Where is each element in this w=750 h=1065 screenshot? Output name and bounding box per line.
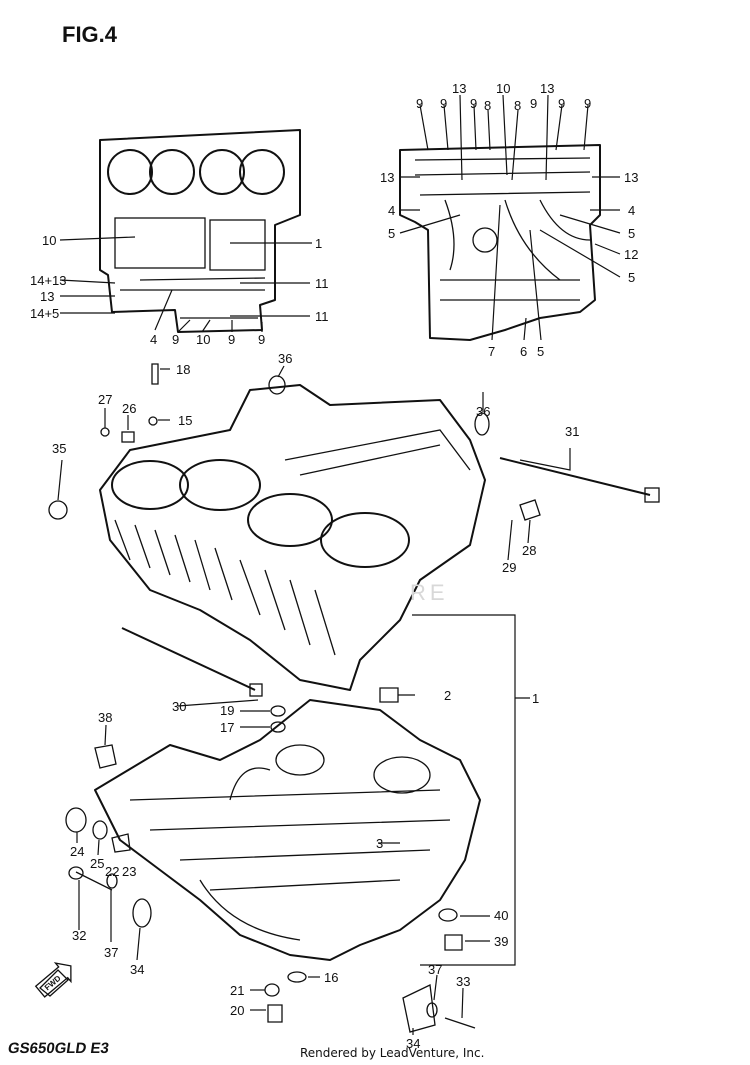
dr-13c: 13: [380, 170, 394, 185]
callout-20: 20: [230, 1003, 244, 1018]
callout-33: 33: [456, 974, 470, 989]
dr-9c: 9: [470, 96, 477, 111]
callout-15: 15: [178, 413, 192, 428]
dl-9a: 9: [172, 332, 179, 347]
dl-10: 10: [42, 233, 56, 248]
dr-4b: 4: [628, 203, 635, 218]
dr-9d: 9: [530, 96, 537, 111]
callout-29: 29: [502, 560, 516, 575]
dl-14-13: 14+13: [30, 273, 67, 288]
dl-11a: 11: [315, 276, 329, 291]
dl-4: 4: [150, 332, 157, 347]
lower-crankcase: [94, 699, 481, 961]
model-code: GS650GLD E3: [6, 1040, 111, 1057]
callout-16: 16: [324, 970, 338, 985]
dr-5b: 5: [628, 226, 635, 241]
dr-9e: 9: [558, 96, 565, 111]
dr-10: 10: [496, 81, 510, 96]
callout-23: 23: [122, 864, 136, 879]
detail-left-callouts: 10 1 14+13 13 14+5 11 11 4 9 10 9 9: [30, 233, 329, 347]
callout-36b: 36: [476, 404, 490, 419]
callout-38: 38: [98, 710, 112, 725]
front-arrow: FWD: [34, 962, 72, 998]
callout-labels: 1 2 3 15 16 17 18 19 20 21 22 23 24 25 2…: [52, 351, 579, 1051]
callout-34a: 34: [130, 962, 144, 977]
callout-28: 28: [522, 543, 536, 558]
upper-crankcase: RE: [99, 384, 486, 691]
callout-32: 32: [72, 928, 86, 943]
dr-5c: 5: [628, 270, 635, 285]
dl-10b: 10: [196, 332, 210, 347]
dr-12: 12: [624, 247, 638, 262]
callout-36a: 36: [278, 351, 292, 366]
callout-40: 40: [494, 908, 508, 923]
dr-13d: 13: [624, 170, 638, 185]
lower-case-detail: [399, 144, 601, 341]
dr-9a: 9: [416, 96, 423, 111]
figure-title: FIG.4: [62, 22, 118, 47]
dr-9b: 9: [440, 96, 447, 111]
callout-30: 30: [172, 699, 186, 714]
dl-9c: 9: [258, 332, 265, 347]
dl-9b: 9: [228, 332, 235, 347]
dr-13a: 13: [452, 81, 466, 96]
watermark-text: RE: [410, 580, 449, 605]
upper-case-detail: [99, 129, 301, 333]
leader-lines: [57, 94, 621, 1035]
dr-6: 6: [520, 344, 527, 359]
callout-34b: 34: [406, 1036, 420, 1051]
callout-24: 24: [70, 844, 84, 859]
callout-27: 27: [98, 392, 112, 407]
dr-13b: 13: [540, 81, 554, 96]
callout-22: 22: [105, 864, 119, 879]
dr-9f: 9: [584, 96, 591, 111]
dl-1: 1: [315, 236, 322, 251]
dr-5a: 5: [388, 226, 395, 241]
dr-8a: 8: [484, 98, 491, 113]
callout-37a: 37: [104, 945, 118, 960]
callout-3: 3: [376, 836, 383, 851]
dl-11b: 11: [315, 309, 329, 324]
callout-31: 31: [565, 424, 579, 439]
callout-19: 19: [220, 703, 234, 718]
callout-1: 1: [532, 691, 539, 706]
loose-parts: [39, 363, 660, 1033]
render-credit: Rendered by LeadVenture, Inc.: [300, 1046, 485, 1060]
callout-25: 25: [90, 856, 104, 871]
dr-4a: 4: [388, 203, 395, 218]
dr-5d: 5: [537, 344, 544, 359]
dr-8b: 8: [514, 98, 521, 113]
dl-14-5: 14+5: [30, 306, 59, 321]
detail-right-callouts: 9 13 10 8 8 13 9 9 9 9 9 13 13 4 4 5 5 1…: [380, 81, 638, 359]
dr-7: 7: [488, 344, 495, 359]
callout-26: 26: [122, 401, 136, 416]
callout-18: 18: [176, 362, 190, 377]
callout-21: 21: [230, 983, 244, 998]
callout-37b: 37: [428, 962, 442, 977]
dl-13: 13: [40, 289, 54, 304]
callout-17: 17: [220, 720, 234, 735]
callout-2: 2: [444, 688, 451, 703]
callout-39: 39: [494, 934, 508, 949]
callout-35: 35: [52, 441, 66, 456]
